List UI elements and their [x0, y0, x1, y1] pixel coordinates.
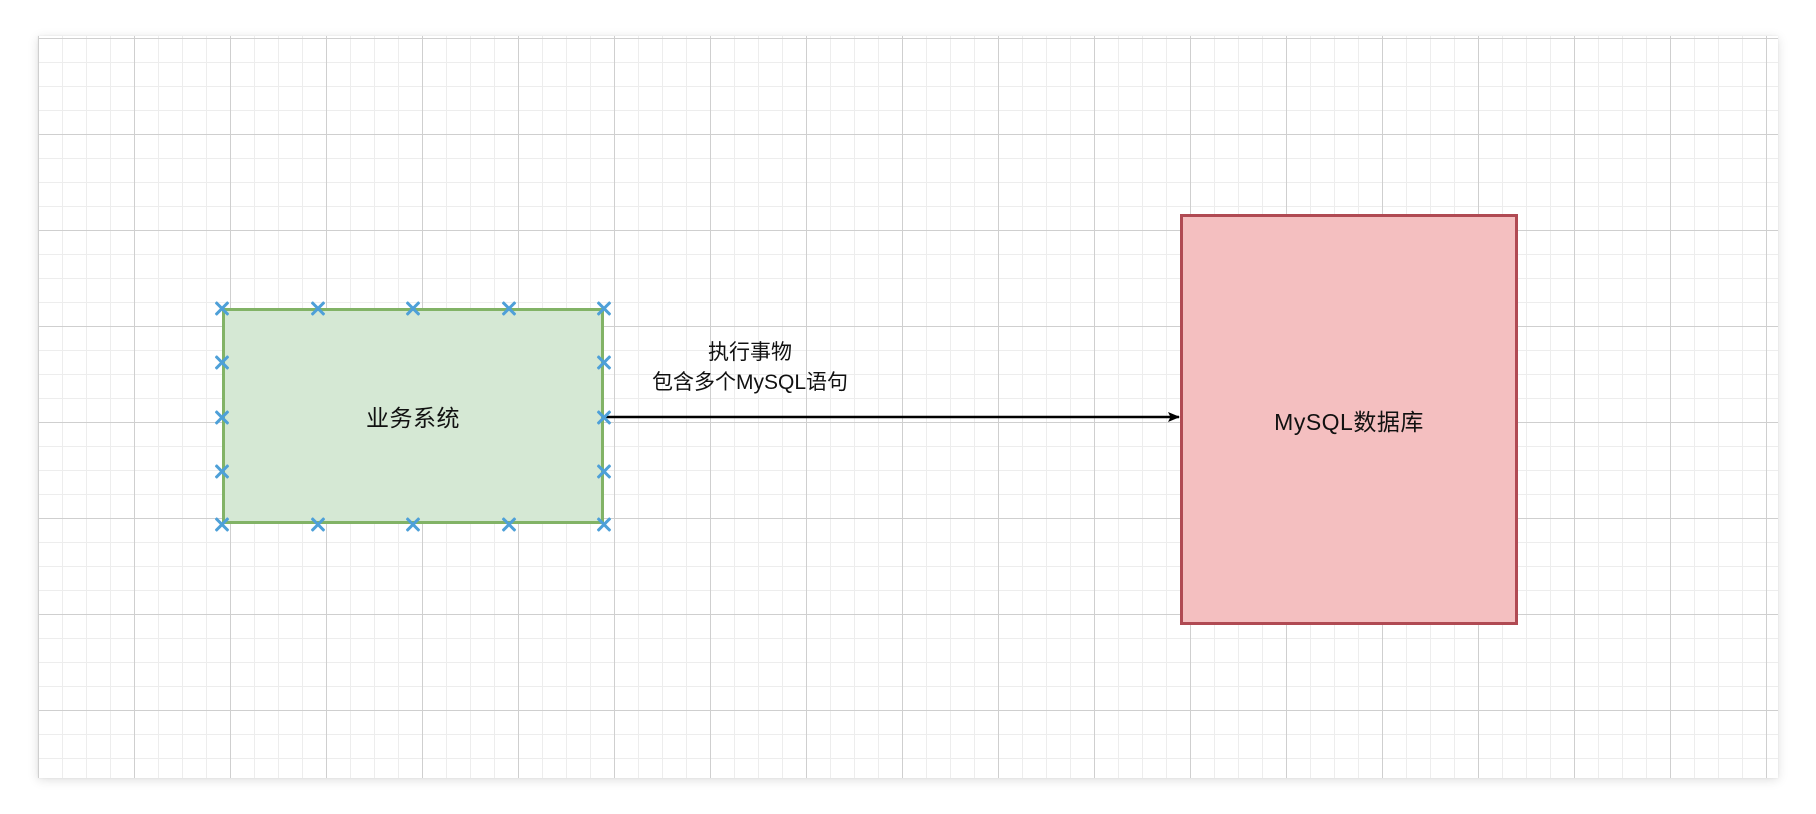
- resize-handle-top-1[interactable]: [308, 298, 328, 318]
- resize-handle-top-2[interactable]: [499, 298, 519, 318]
- resize-handle-right-1[interactable]: [594, 352, 614, 372]
- resize-handle-middle-right[interactable]: [594, 407, 614, 427]
- resize-handle-top-center[interactable]: [403, 298, 423, 318]
- resize-handle-bottom-center[interactable]: [403, 514, 423, 534]
- resize-handle-left-2[interactable]: [212, 461, 232, 481]
- resize-handle-left-1[interactable]: [212, 352, 232, 372]
- resize-handle-bottom-1[interactable]: [308, 514, 328, 534]
- node-mysql-database[interactable]: MySQL数据库: [1180, 214, 1518, 625]
- resize-handle-middle-left[interactable]: [212, 407, 232, 427]
- edge-layer: [604, 412, 1180, 422]
- resize-handle-top-right[interactable]: [594, 298, 614, 318]
- resize-handle-bottom-right[interactable]: [594, 514, 614, 534]
- node-business-system-label: 业务系统: [366, 405, 460, 431]
- node-mysql-database-label: MySQL数据库: [1274, 408, 1424, 435]
- drawing-canvas[interactable]: 执行事物 包含多个MySQL语句 业务系统 MySQ: [38, 36, 1778, 778]
- edge-label-line1[interactable]: 执行事物: [708, 341, 792, 364]
- resize-handle-right-2[interactable]: [594, 461, 614, 481]
- node-business-system[interactable]: 业务系统: [222, 308, 604, 524]
- edge-label-line2[interactable]: 包含多个MySQL语句: [651, 371, 849, 394]
- resize-handle-bottom-left[interactable]: [212, 514, 232, 534]
- resize-handle-top-left[interactable]: [212, 298, 232, 318]
- resize-handle-bottom-2[interactable]: [499, 514, 519, 534]
